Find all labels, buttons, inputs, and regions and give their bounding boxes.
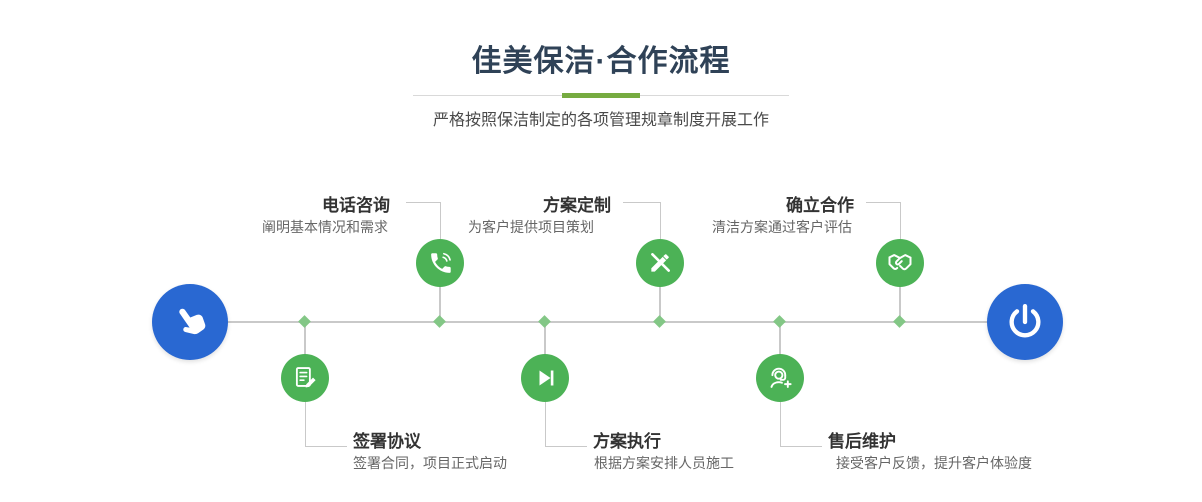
step-title: 方案定制 [543, 196, 611, 215]
pointer-hand-icon [179, 308, 206, 335]
step-title: 电话咨询 [322, 196, 390, 215]
step-title: 售后维护 [828, 432, 896, 451]
connector [304, 322, 306, 355]
connector-elbow [866, 202, 900, 203]
step-title: 方案执行 [593, 432, 661, 451]
step-title: 签署协议 [353, 432, 421, 451]
page-subtitle: 严格按照保洁制定的各项管理规章制度开展工作 [432, 112, 769, 129]
step-circle-execute [521, 354, 569, 402]
connector [439, 286, 441, 322]
connector-elbow [780, 402, 781, 446]
timeline-diamond [538, 315, 551, 328]
headset-plus-icon [770, 367, 792, 388]
step-circle-design [636, 239, 684, 287]
phone-icon [430, 252, 451, 273]
step-desc: 阐明基本情况和需求 [262, 219, 388, 235]
connector-elbow [305, 446, 347, 447]
step-circle-handshake [876, 239, 924, 287]
connector [899, 286, 901, 322]
step-desc: 为客户提供项目策划 [468, 219, 594, 235]
connector-elbow [406, 202, 440, 203]
step-desc: 接受客户反馈，提升客户体验度 [836, 455, 1032, 471]
design-pencil-icon [651, 253, 670, 272]
step-circle-aftersales [756, 354, 804, 402]
end-node [987, 284, 1063, 360]
timeline-diamond [433, 315, 446, 328]
timeline-diamond [773, 315, 786, 328]
handshake-icon [888, 254, 912, 271]
timeline-diamond [653, 315, 666, 328]
play-icon [539, 370, 554, 386]
connector-elbow [440, 202, 441, 239]
connector-elbow [545, 402, 546, 446]
connector-elbow [545, 446, 587, 447]
connector [779, 322, 781, 355]
power-icon [1009, 304, 1041, 338]
connector-elbow [900, 202, 901, 239]
connector-elbow [780, 446, 822, 447]
step-title: 确立合作 [786, 196, 854, 215]
step-desc: 签署合同，项目正式启动 [353, 455, 507, 471]
connector-elbow [623, 202, 660, 203]
start-node [152, 284, 228, 360]
title-divider-accent [562, 93, 640, 98]
timeline-diamond [298, 315, 311, 328]
connector-elbow [660, 202, 661, 239]
step-desc: 清洁方案通过客户评估 [712, 219, 852, 235]
sign-document-icon [295, 367, 316, 388]
connector [544, 322, 546, 355]
connector [659, 286, 661, 322]
page-title: 佳美保洁·合作流程 [471, 45, 731, 78]
timeline [190, 321, 1025, 323]
timeline-diamond [893, 315, 906, 328]
step-desc: 根据方案安排人员施工 [594, 455, 734, 471]
connector-elbow [305, 402, 306, 446]
step-circle-sign [281, 354, 329, 402]
step-circle-phone [416, 239, 464, 287]
